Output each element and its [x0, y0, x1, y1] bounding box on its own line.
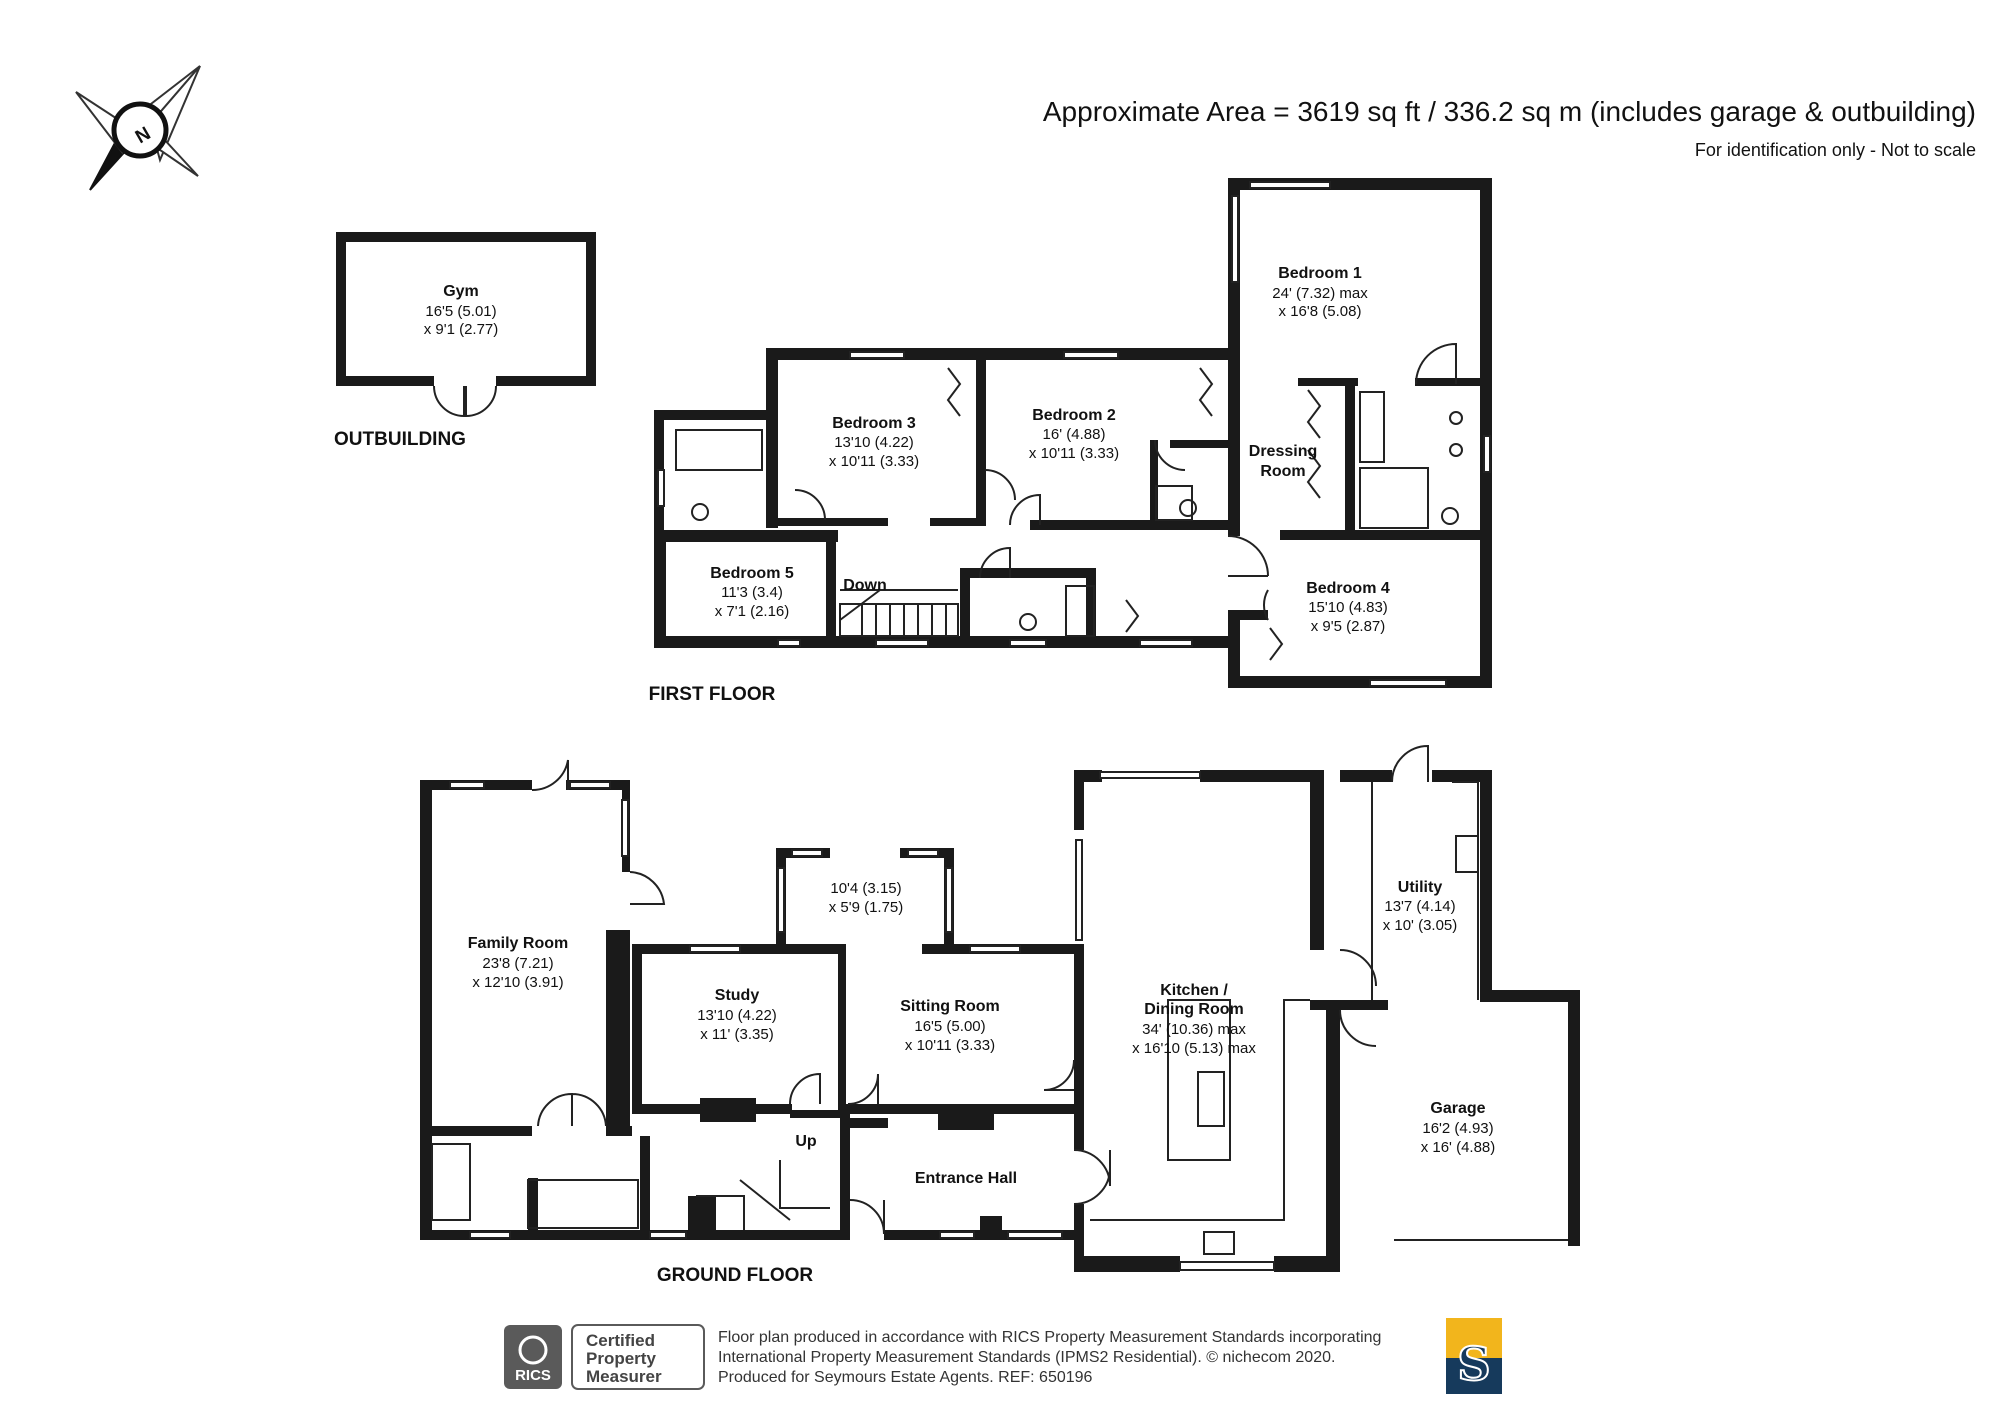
kitchen-dim2: x 16'10 (5.13) max: [1132, 1040, 1256, 1057]
ground-floor-label: GROUND FLOOR: [657, 1265, 813, 1286]
bedroom1-dim1: 24' (7.32) max: [1272, 285, 1368, 302]
bedroom1-label: Bedroom 1: [1278, 265, 1362, 282]
family-room-dim1: 23'8 (7.21): [482, 955, 553, 972]
bay-dim2: x 5'9 (1.75): [829, 899, 904, 916]
garage-label: Garage: [1430, 1100, 1485, 1117]
first-floor-plan: [654, 178, 1492, 688]
family-room-label: Family Room: [468, 935, 568, 952]
approximate-area-heading: Approximate Area = 3619 sq ft / 336.2 sq…: [1042, 96, 1976, 127]
gym-dim1: 16'5 (5.01): [425, 303, 496, 320]
dressing-room-label-2: Room: [1260, 463, 1305, 480]
study-label: Study: [715, 987, 760, 1004]
kitchen-label-1: Kitchen /: [1160, 982, 1228, 999]
bedroom3-dim2: x 10'11 (3.33): [829, 453, 919, 470]
cert-line1: Certified: [586, 1331, 655, 1350]
utility-dim2: x 10' (3.05): [1383, 917, 1458, 934]
cert-line2: Property: [586, 1349, 656, 1368]
bedroom4-label: Bedroom 4: [1306, 580, 1390, 597]
sitting-room-dim1: 16'5 (5.00): [914, 1018, 985, 1035]
ground-floor-plan: [420, 744, 1580, 1272]
seymours-logo: S: [1446, 1318, 1502, 1394]
bedroom4-dim1: 15'10 (4.83): [1308, 599, 1388, 616]
footer-line-3: Produced for Seymours Estate Agents. REF…: [718, 1369, 1093, 1386]
bedroom3-label: Bedroom 3: [832, 415, 916, 432]
first-floor-label: FIRST FLOOR: [649, 684, 776, 705]
study-dim1: 13'10 (4.22): [697, 1007, 777, 1024]
bedroom2-label: Bedroom 2: [1032, 407, 1116, 424]
bedroom2-dim2: x 10'11 (3.33): [1029, 445, 1119, 462]
bedroom5-dim1: 11'3 (3.4): [721, 584, 783, 601]
sitting-room-label: Sitting Room: [900, 998, 1000, 1015]
utility-label: Utility: [1398, 879, 1443, 896]
sitting-room-dim2: x 10'11 (3.33): [905, 1037, 995, 1054]
rics-badge-text: RICS: [515, 1367, 551, 1384]
gym-dim2: x 9'1 (2.77): [424, 321, 499, 338]
bedroom2-dim1: 16' (4.88): [1043, 426, 1106, 443]
gym-outbuilding: Gym 16'5 (5.01) x 9'1 (2.77): [336, 232, 596, 418]
outbuilding-label: OUTBUILDING: [334, 429, 466, 450]
bedroom5-dim2: x 7'1 (2.16): [715, 603, 790, 620]
logo-letter: S: [1457, 1337, 1490, 1391]
north-compass-icon: N: [75, 65, 201, 191]
bedroom5-label: Bedroom 5: [710, 565, 794, 582]
dressing-room-label-1: Dressing: [1249, 443, 1317, 460]
footer-line-2: International Property Measurement Stand…: [718, 1349, 1335, 1366]
scale-disclaimer: For identification only - Not to scale: [1694, 140, 1976, 160]
bedroom4-dim2: x 9'5 (2.87): [1311, 618, 1386, 635]
stairs-up-label: Up: [795, 1133, 817, 1150]
kitchen-dim1: 34' (10.36) max: [1142, 1021, 1246, 1038]
kitchen-label-2: Dining Room: [1144, 1001, 1244, 1018]
footer-line-1: Floor plan produced in accordance with R…: [718, 1329, 1381, 1346]
stairs-down-label: Down: [843, 577, 887, 594]
rics-badge: RICS Certified Property Measurer: [504, 1324, 705, 1390]
garage-dim1: 16'2 (4.93): [1422, 1120, 1493, 1137]
study-dim2: x 11' (3.35): [700, 1026, 773, 1043]
cert-line3: Measurer: [586, 1367, 662, 1386]
entrance-hall-label: Entrance Hall: [915, 1170, 1017, 1187]
garage-dim2: x 16' (4.88): [1421, 1139, 1496, 1156]
bedroom3-dim1: 13'10 (4.22): [834, 434, 914, 451]
bedroom1-dim2: x 16'8 (5.08): [1279, 303, 1362, 320]
bay-dim1: 10'4 (3.15): [830, 880, 901, 897]
utility-dim1: 13'7 (4.14): [1384, 898, 1455, 915]
gym-label: Gym: [443, 283, 479, 300]
family-room-dim2: x 12'10 (3.91): [472, 974, 563, 991]
